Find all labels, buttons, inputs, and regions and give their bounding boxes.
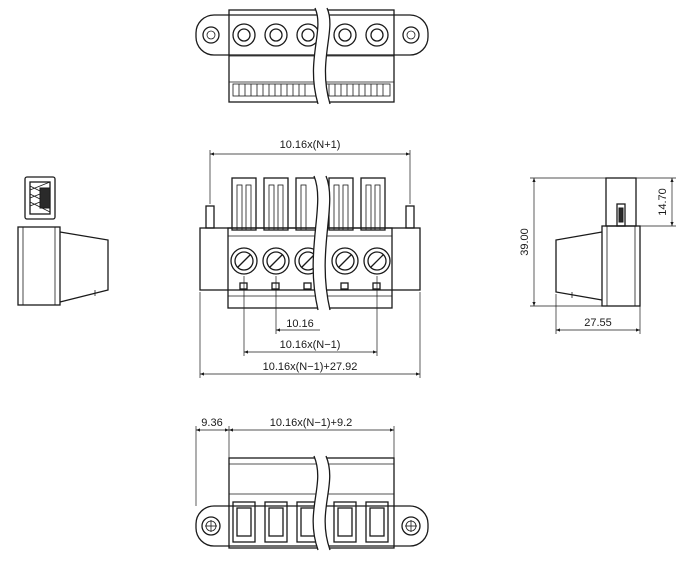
top-view [195, 7, 429, 105]
dim-pitch: 10.16 [286, 318, 314, 330]
dim-pitch-span: 10.16x(N−1) [280, 339, 341, 351]
dim-top-width: 10.16x(N+1) [280, 139, 341, 151]
right-side-view [555, 177, 641, 307]
bottom-dimensions [195, 426, 395, 506]
top-teeth [232, 83, 391, 97]
bottom-view [195, 455, 429, 551]
bottom-wire-openings [232, 501, 389, 543]
dim-bottom-offset: 9.36 [201, 417, 222, 429]
front-screws [230, 247, 391, 275]
dim-height: 39.00 [519, 228, 531, 256]
dim-overall-width: 10.16x(N−1)+27.92 [263, 361, 358, 373]
dim-height-upper: 14.70 [657, 188, 669, 216]
front-screw-housings [231, 177, 386, 231]
dim-depth: 27.55 [584, 317, 612, 329]
dim-bottom-width: 10.16x(N−1)+9.2 [270, 417, 353, 429]
top-screw-row [232, 23, 389, 47]
front-dimensions [199, 150, 421, 378]
front-view [199, 175, 421, 311]
right-dimensions [530, 177, 676, 334]
left-side-view [17, 176, 109, 306]
